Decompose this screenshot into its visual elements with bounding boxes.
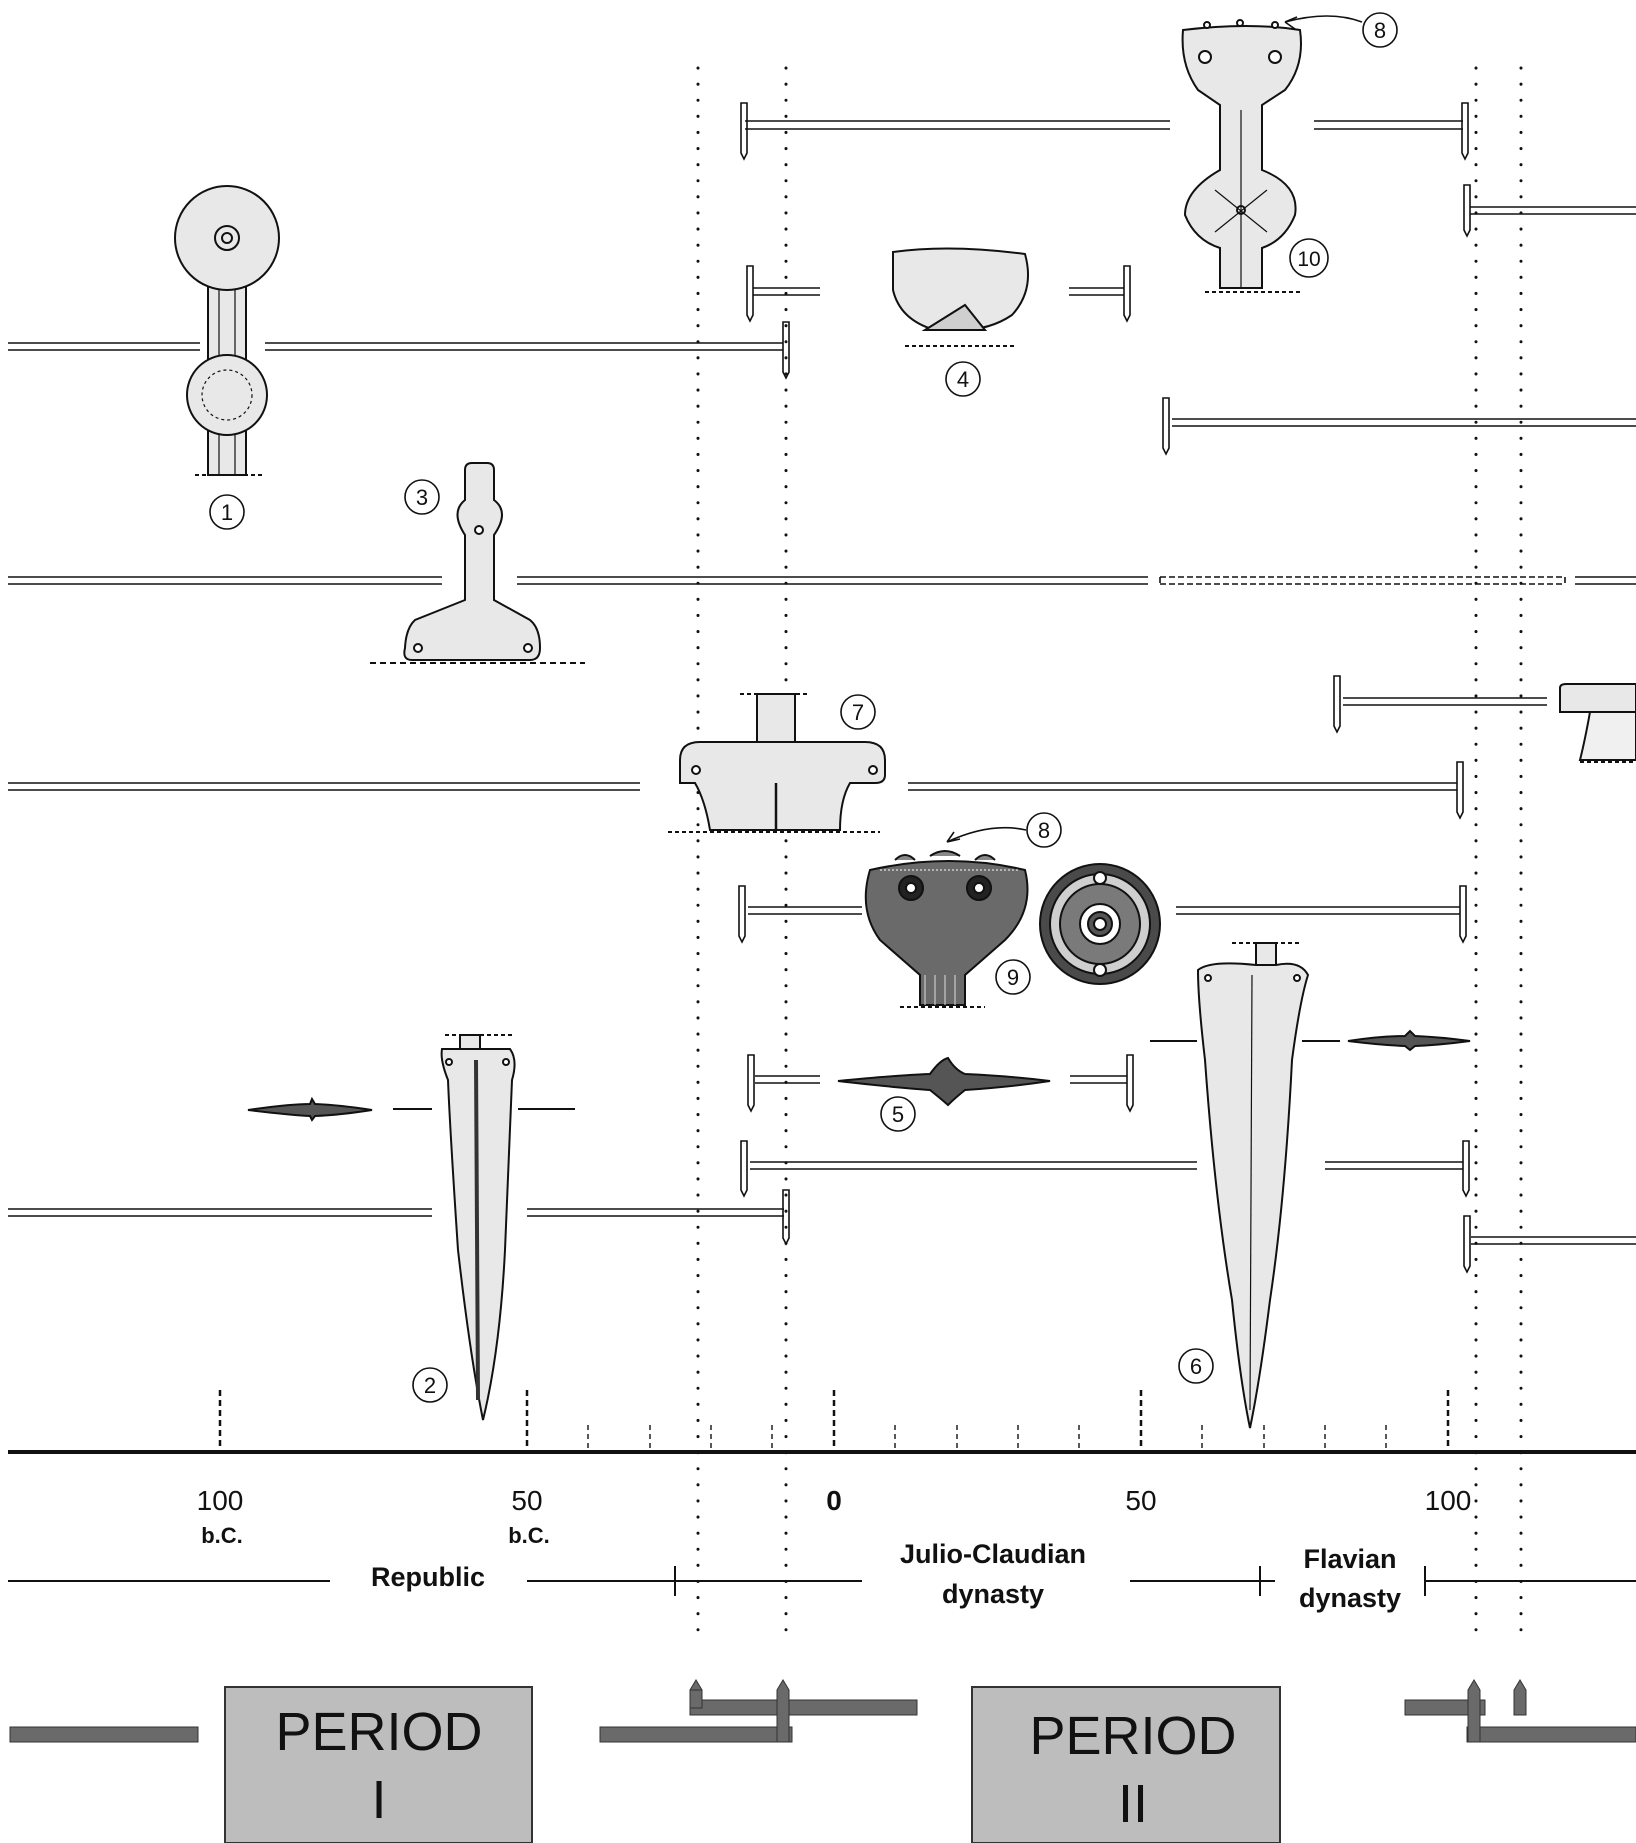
artifacts bbox=[174, 15, 1636, 1429]
period-box-1: PERIOD I bbox=[224, 1686, 533, 1843]
range-bar-7 bbox=[8, 761, 1464, 820]
range-bar-9 bbox=[738, 885, 1467, 944]
label-9: 9 bbox=[995, 959, 1031, 995]
svg-text:8: 8 bbox=[1038, 818, 1050, 843]
svg-text:5: 5 bbox=[892, 1102, 904, 1127]
period-row: PERIOD I PERIOD II bbox=[9, 1679, 1636, 1843]
tick-unit-50bc: b.C. bbox=[508, 1523, 550, 1548]
range-bar-2 bbox=[8, 1189, 790, 1246]
label-4: 4 bbox=[945, 361, 981, 397]
svg-text:4: 4 bbox=[957, 367, 969, 392]
range-bar-3 bbox=[8, 576, 1636, 585]
label-3: 3 bbox=[404, 479, 440, 515]
range-bars bbox=[8, 102, 1636, 1274]
time-axis: 100 b.C. 50 b.C. 0 50 100 bbox=[8, 1390, 1636, 1548]
axis-ticks-minor bbox=[587, 1425, 1387, 1450]
range-bar-6 bbox=[740, 1140, 1470, 1198]
svg-text:2: 2 bbox=[424, 1373, 436, 1398]
range-bar-1 bbox=[8, 321, 790, 380]
artifact-right-partial bbox=[1559, 683, 1636, 763]
era-flavian-line1: Flavian bbox=[1303, 1544, 1396, 1574]
range-bar-6b bbox=[1463, 1215, 1636, 1274]
label-1: 1 bbox=[209, 494, 245, 530]
range-bar-10 bbox=[740, 102, 1469, 161]
arrow-8b bbox=[946, 826, 1027, 843]
label-2: 2 bbox=[412, 1367, 448, 1403]
svg-text:9: 9 bbox=[1007, 965, 1019, 990]
label-10: 10 bbox=[1289, 238, 1329, 278]
svg-text:1: 1 bbox=[221, 500, 233, 525]
artifact-5 bbox=[837, 1056, 1051, 1107]
tick-label-100ad: 100 bbox=[1425, 1485, 1472, 1516]
tick-label-0: 0 bbox=[826, 1485, 842, 1516]
object-labels: 1 3 4 8 10 7 8 9 5 2 6 bbox=[209, 12, 1398, 1403]
era-republic: Republic bbox=[371, 1562, 485, 1592]
range-bar-right bbox=[1162, 397, 1636, 456]
artifact-3 bbox=[370, 462, 585, 664]
artifact-4 bbox=[892, 247, 1029, 347]
period-box-2: PERIOD II bbox=[971, 1686, 1281, 1843]
section-6 bbox=[1347, 1029, 1471, 1052]
period-2-title: PERIOD bbox=[1029, 1706, 1236, 1766]
svg-text:10: 10 bbox=[1297, 248, 1320, 271]
reference-lines bbox=[696, 66, 1523, 1642]
arrow-8a bbox=[1284, 15, 1363, 30]
section-2 bbox=[247, 1096, 373, 1122]
svg-text:8: 8 bbox=[1374, 18, 1386, 43]
range-bar-4 bbox=[746, 265, 1131, 323]
tick-label-50bc: 50 bbox=[511, 1485, 542, 1516]
range-bar-10b bbox=[1463, 184, 1636, 238]
period-2-numeral: II bbox=[1118, 1774, 1148, 1834]
era-flavian-line2: dynasty bbox=[1299, 1583, 1401, 1613]
axis-ticks-major bbox=[218, 1390, 1450, 1450]
period-bars bbox=[9, 1679, 1636, 1743]
artifact-9 bbox=[864, 850, 1029, 1008]
label-6: 6 bbox=[1178, 1348, 1214, 1384]
axis-tick-labels: 100 b.C. 50 b.C. 0 50 100 bbox=[197, 1485, 1472, 1548]
artifact-1 bbox=[174, 185, 280, 476]
era-julio-claudian-line1: Julio-Claudian bbox=[900, 1539, 1086, 1569]
period-1-numeral: I bbox=[371, 1770, 386, 1830]
period-1-title: PERIOD bbox=[275, 1702, 482, 1762]
artifact-7 bbox=[668, 693, 886, 833]
artifact-10 bbox=[1181, 19, 1302, 293]
artifact-6 bbox=[1196, 942, 1310, 1429]
label-5: 5 bbox=[880, 1096, 916, 1132]
svg-text:7: 7 bbox=[852, 700, 864, 725]
label-8b: 8 bbox=[1026, 812, 1062, 848]
era-julio-claudian-line2: dynasty bbox=[942, 1579, 1044, 1609]
range-bar-right2 bbox=[1333, 675, 1547, 734]
svg-text:6: 6 bbox=[1190, 1354, 1202, 1379]
tick-label-100bc: 100 bbox=[197, 1485, 244, 1516]
artifact-2 bbox=[440, 1034, 516, 1421]
tick-unit-100bc: b.C. bbox=[201, 1523, 243, 1548]
eras-row: Republic Julio-Claudian dynasty Flavian … bbox=[8, 1539, 1636, 1613]
artifact-9-medallion bbox=[1039, 863, 1161, 985]
label-7: 7 bbox=[840, 694, 876, 730]
range-bar-5 bbox=[747, 1054, 1134, 1113]
label-8a: 8 bbox=[1362, 12, 1398, 48]
svg-text:3: 3 bbox=[416, 485, 428, 510]
tick-label-50ad: 50 bbox=[1125, 1485, 1156, 1516]
